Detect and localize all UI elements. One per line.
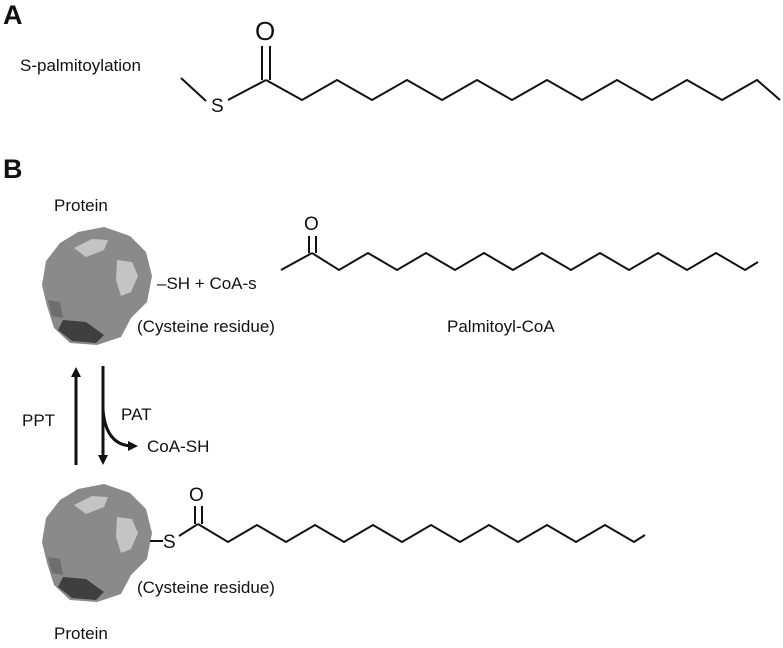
panel-a-sulfur: S [211, 96, 224, 117]
top-cysteine-residue-label: (Cysteine residue) [137, 317, 275, 336]
top-oxygen: O [304, 214, 319, 235]
coa-sh-release-arrow [101, 409, 138, 451]
panel-a-label: A [3, 0, 23, 30]
s-palmitoylation-label: S-palmitoylation [20, 56, 141, 75]
pat-label: PAT [121, 405, 152, 424]
bottom-cysteine-residue-label: (Cysteine residue) [137, 578, 275, 597]
top-protein-label: Protein [54, 196, 108, 215]
bottom-palmitoyl-chain [197, 523, 646, 544]
bottom-oxygen: O [189, 485, 204, 506]
panel-a: A S-palmitoylation O S [3, 0, 781, 117]
panel-a-oxygen: O [255, 16, 275, 46]
bottom-sulfur: S [163, 532, 176, 553]
top-protein-icon [42, 227, 152, 345]
bottom-protein-icon [42, 484, 152, 602]
thiol-plus-coa-text: –SH + CoA-s [157, 274, 257, 293]
palmitoyl-coa-label: Palmitoyl-CoA [447, 317, 555, 336]
panel-b: B Protein –SH + CoA-s (Cysteine residue)… [3, 154, 759, 643]
bottom-protein-label: Protein [54, 624, 108, 643]
coa-thioester-bond [280, 252, 313, 271]
panel-a-thioester-bond [227, 79, 267, 101]
bottom-thioester-bond [178, 523, 199, 537]
panel-b-label: B [3, 154, 23, 184]
top-palmitoyl-chain [311, 251, 759, 272]
ppt-label: PPT [22, 411, 55, 430]
panel-a-linker-bond [180, 77, 207, 102]
panel-a-palmitoyl-chain [265, 78, 781, 102]
coa-sh-label: CoA-SH [147, 437, 209, 456]
